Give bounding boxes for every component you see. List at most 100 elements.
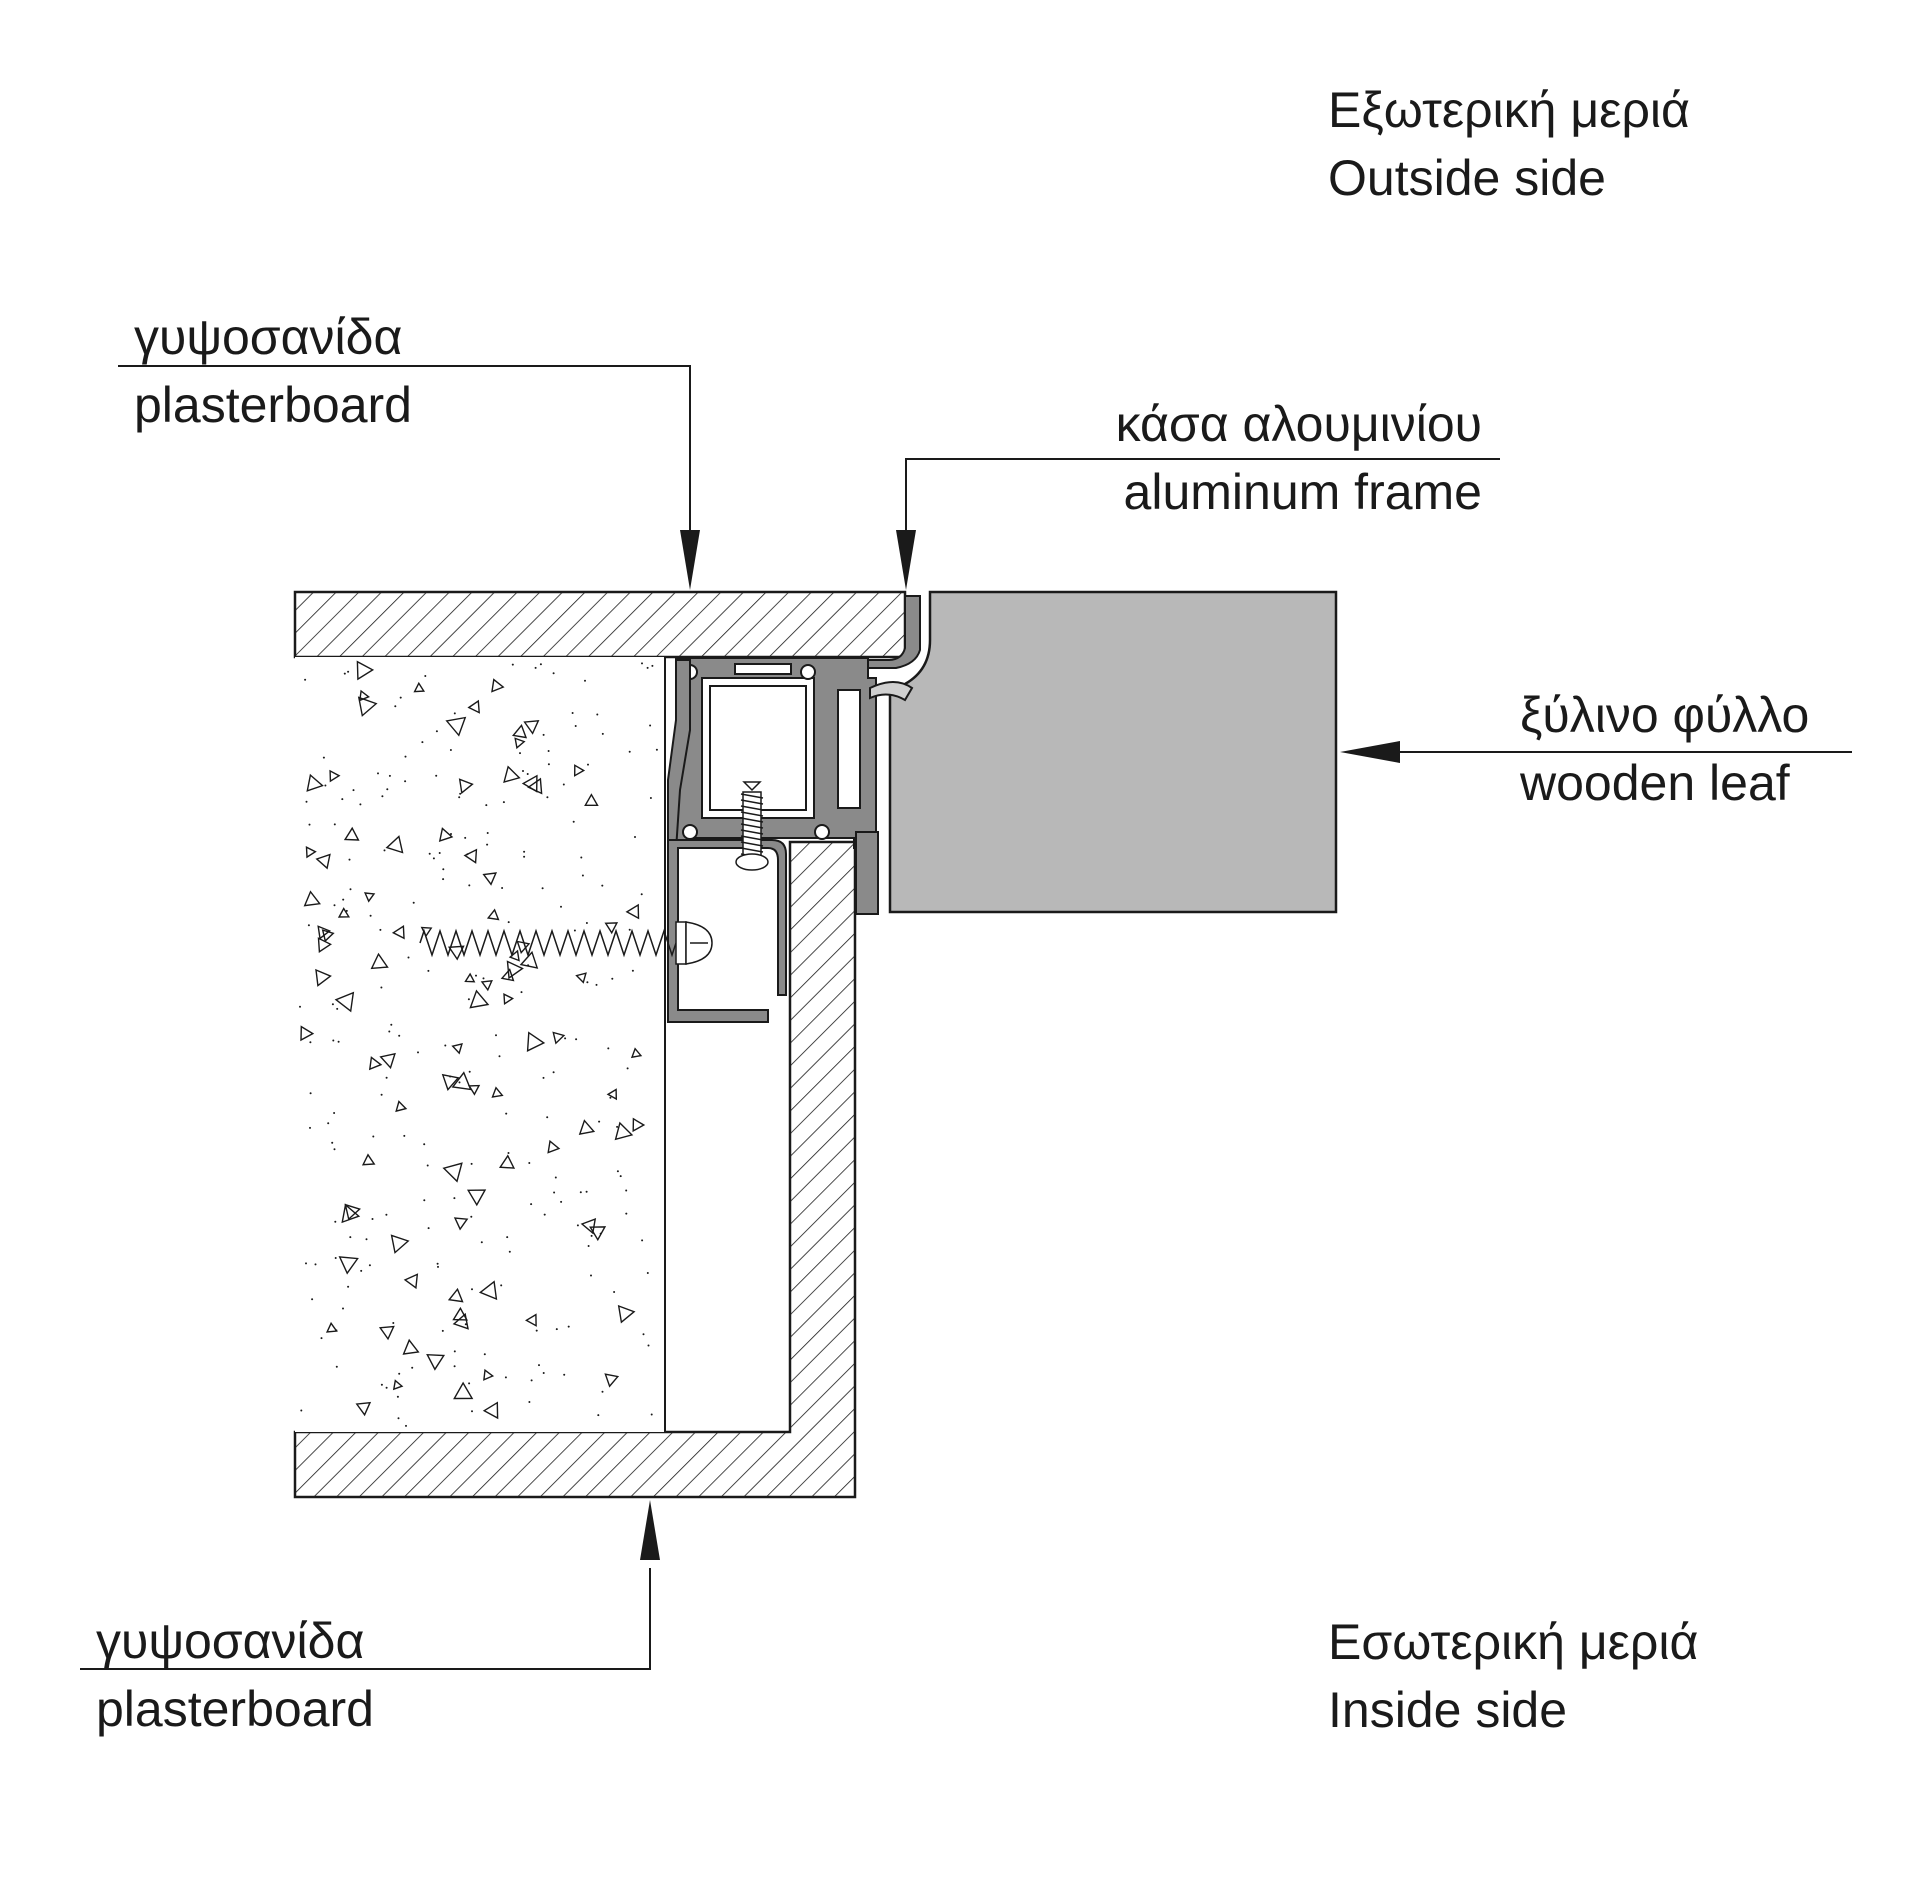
aggregate-dot	[304, 678, 307, 681]
aggregate-dot	[380, 1093, 383, 1096]
aggregate-triangle	[580, 1218, 597, 1235]
aggregate-triangle	[368, 1056, 383, 1071]
aggregate-dot	[526, 773, 529, 775]
aggregate-triangle	[341, 1203, 361, 1224]
aggregate-triangle	[469, 989, 490, 1009]
aggregate-dot	[522, 770, 524, 772]
aggregate-dot	[333, 823, 336, 826]
aggregate-dot	[423, 1199, 426, 1202]
aggregate-dot	[397, 1417, 400, 1420]
aggregate-dot	[390, 1023, 393, 1026]
aggregate-triangle	[361, 1153, 376, 1166]
aggregate-dot	[585, 1190, 588, 1193]
aggregate-dot	[334, 1220, 337, 1223]
aggregate-triangle	[403, 1273, 419, 1290]
aggregate-dot	[486, 832, 489, 834]
aggregate-dot	[542, 1076, 545, 1079]
aggregate-dot	[607, 1047, 610, 1050]
aggregate-dot	[404, 755, 407, 758]
aggregate-dot	[553, 1191, 556, 1194]
aggregate-dot	[575, 1038, 578, 1041]
aggregate-dot	[365, 1238, 368, 1241]
aggregate-dot	[598, 1120, 601, 1123]
aggregate-dot	[309, 1126, 311, 1129]
aggregate-dot	[421, 741, 424, 744]
aggregate-dot	[482, 977, 485, 980]
aggregate-dot	[342, 898, 345, 901]
aggregate-dot	[411, 1366, 414, 1369]
aggregate-dot	[579, 1191, 582, 1194]
aggregate-dot	[436, 1262, 439, 1265]
aggregate-dot	[567, 1325, 570, 1328]
aggregate-triangle	[632, 1117, 646, 1133]
aggregate-triangle	[467, 1084, 481, 1096]
aggregate-dot	[333, 904, 336, 907]
aggregate-dot	[324, 784, 327, 787]
aggregate-dot	[407, 956, 410, 959]
aggregate-dot	[453, 1197, 456, 1200]
aggregate-dot	[342, 1307, 344, 1310]
aggregate-dot	[539, 663, 542, 666]
plasterboard-top-label: γυψοσανίδα plasterboard	[134, 303, 412, 439]
aggregate-dot	[396, 1395, 399, 1398]
aggregate-dot	[625, 1189, 628, 1192]
aggregate-triangle	[614, 1121, 634, 1141]
aggregate-dot	[348, 858, 351, 861]
aggregate-dot	[649, 797, 652, 799]
plasterboard-bottom-greek: γυψοσανίδα	[96, 1613, 365, 1669]
aggregate-triangle	[625, 903, 640, 920]
aggregate-triangle	[480, 979, 493, 992]
aggregate-dot	[562, 783, 565, 786]
aggregate-dot	[435, 774, 438, 777]
aggregate-dot	[587, 1245, 590, 1247]
aggregate-triangle	[315, 853, 331, 870]
aggregate-dot	[546, 796, 549, 799]
aggregate-triangle	[604, 922, 619, 935]
aggregate-dot	[543, 1213, 546, 1216]
aggregate-dot	[628, 928, 631, 931]
aggregate-dot	[453, 1365, 456, 1368]
aggregate-dot	[379, 928, 382, 931]
aggregate-dot	[642, 1333, 645, 1336]
aggregate-dot	[320, 1337, 323, 1340]
aggregate-triangle	[547, 1139, 561, 1154]
aggregate-triangle	[519, 950, 539, 969]
aggregate-dot	[542, 1372, 545, 1374]
aggregate-dot	[506, 1236, 509, 1239]
aggregate-dot	[651, 664, 654, 667]
aggregate-dot	[530, 1379, 533, 1382]
aggregate-dot	[501, 887, 504, 889]
aggregate-dot	[587, 763, 589, 766]
aggregate-dot	[595, 983, 598, 986]
leader-lines	[80, 365, 1852, 1670]
aggregate-dot	[352, 789, 355, 792]
aggregate-dot	[453, 1350, 456, 1353]
aggregate-dot	[596, 713, 599, 716]
aggregate-dot	[458, 1081, 461, 1084]
aggregate-dot	[309, 1041, 312, 1044]
aggregate-dot	[470, 1162, 473, 1165]
aggregate-dot	[507, 1152, 510, 1154]
aggregate-triangle	[305, 846, 317, 859]
aggregate-dot	[392, 1322, 395, 1324]
aggregate-dot	[438, 852, 441, 854]
aggregate-dot	[437, 1265, 439, 1268]
aggregate-triangle	[617, 1304, 636, 1324]
inside-side-english: Inside side	[1328, 1682, 1568, 1738]
aggregate-dot	[528, 1401, 531, 1403]
aggregate-triangle	[317, 937, 333, 953]
aggregate-triangle	[482, 1401, 499, 1420]
aggregate-dot	[331, 1003, 334, 1006]
aggregate-dot	[590, 1234, 593, 1237]
aggregate-dot	[601, 732, 604, 735]
aggregate-triangle	[552, 1031, 566, 1045]
aggregate-dot	[535, 1329, 538, 1332]
aggregate-dot	[398, 1372, 401, 1375]
wooden-leaf-english: wooden leaf	[1520, 755, 1790, 811]
aggregate-dot	[601, 884, 604, 887]
aggregate-dot	[383, 849, 386, 852]
aggregate-triangle	[467, 699, 480, 714]
aggregate-triangle	[426, 1353, 446, 1371]
aggregate-dot	[547, 763, 550, 766]
aggregate-dot	[309, 1092, 312, 1095]
